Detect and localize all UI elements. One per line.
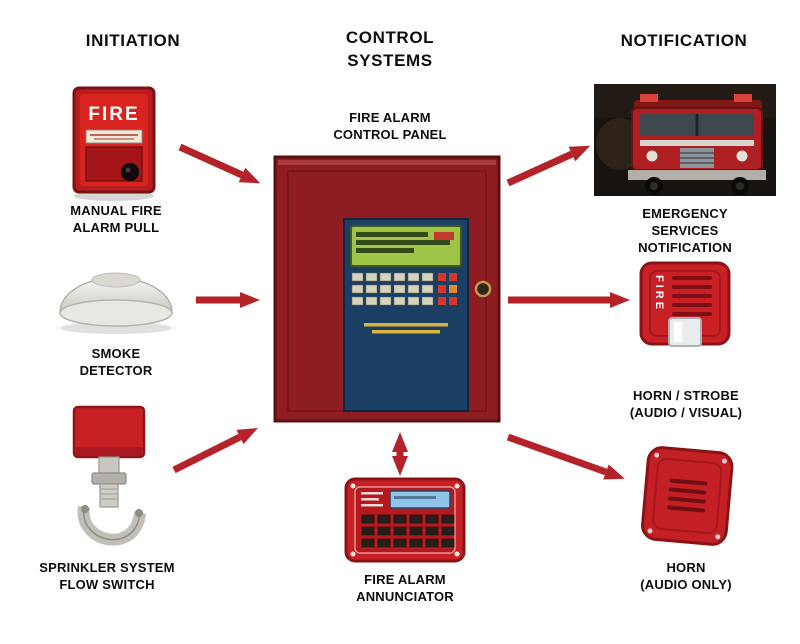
notification-column-heading: NOTIFICATION [620,31,748,50]
strobe-lens [668,317,702,347]
flow-switch-nipple [99,483,119,508]
annunciator-icon [344,477,466,570]
truck-hub-right [736,182,744,190]
lcd-text-line2 [356,240,450,245]
smoke-detector-cap [91,272,141,288]
door-label-line2 [372,330,440,334]
fire-truck-photo [594,84,776,201]
annunciator-screw-bl [350,551,356,557]
horn-screw-tl [654,452,660,458]
control-panel-led-column [438,273,457,305]
truck-beacon-left [640,94,658,102]
flow-switch-saddle-clamp [77,506,146,546]
horn-label: HORN (AUDIO ONLY) [640,560,732,592]
annunciator-lcd-display [389,490,451,509]
lcd-alarm-indicator [434,232,454,240]
flow-switch-saddle-edge [83,506,141,541]
control-panel-label: FIRE ALARM CONTROL PANEL [333,110,447,142]
smoke-detector-icon [50,258,182,341]
arrow-flow-to-panel [172,428,258,474]
arrow-panel-to-truck [506,145,591,187]
door-label-line1 [364,323,448,327]
control-panel-keypad [351,272,434,306]
initiation-column-heading: INITIATION [85,31,181,50]
flow-switch-housing-base [76,447,142,456]
annunciator-legend2 [361,498,379,501]
fire-alarm-control-panel-icon [272,147,502,432]
arrow-pull-to-panel [178,143,261,184]
horn-body [641,446,734,546]
annunciator-label: FIRE ALARM ANNUNCIATOR [356,572,454,604]
horn-screw-tr [721,458,727,464]
manual-pull-station-icon: FIRE [66,86,162,207]
horn-strobe-label: HORN / STROBE (AUDIO / VISUAL) [629,388,743,420]
annunciator-screw-tr [454,483,460,489]
pull-station-knob [121,163,139,181]
truck-stripe [640,140,754,146]
control-panel-door-knob [474,280,492,298]
truck-headlight-right [736,150,748,162]
truck-beacon-right [734,94,752,102]
truck-bumper [628,170,766,180]
annunciator-legend1 [361,492,383,495]
lcd-text-line1 [356,232,428,237]
horn-strobe-icon: FIRE [638,260,732,355]
flow-switch-label: SPRINKLER SYSTEM FLOW SWITCH [39,560,175,592]
horn-grille [667,478,708,513]
pull-station-instruction-strip [85,129,143,144]
arrow-panel-to-horn [506,433,625,480]
annunciator-lcd-line [394,496,436,499]
emergency-services-label: EMERGENCY SERVICES NOTIFICATION [638,206,732,255]
horn-strobe-grille [672,276,712,316]
horn-strobe-fire-text: FIRE [653,275,665,312]
horn-screw-bl [647,528,653,534]
smoke-detector-label: SMOKE DETECTOR [79,346,153,378]
flow-switch-bolt-left [81,505,89,513]
horn-inner-seam [652,458,723,534]
flow-switch-nut [91,472,127,485]
flow-switch-stem [98,456,120,474]
horn-icon [636,442,739,555]
smoke-detector-base [59,299,173,327]
flow-switch-bolt-right [135,509,143,517]
annunciator-screw-tl [350,483,356,489]
annunciator-legend3 [361,504,383,507]
control-systems-column-heading: CONTROL SYSTEMS [345,28,435,70]
pull-station-label: MANUAL FIRE ALARM PULL [70,203,162,235]
flow-switch-icon [52,403,164,558]
horn-screw-br [715,534,721,540]
pull-station-fire-text: FIRE [88,104,139,125]
truck-headlight-left [646,150,658,162]
truck-hub-left [650,182,658,190]
lcd-text-line3 [356,248,414,253]
annunciator-keypad [361,514,455,548]
annunciator-screw-br [454,551,460,557]
pull-station-knob-highlight [125,167,131,173]
strobe-lens-highlight [674,322,682,342]
control-panel-top-bevel [278,160,496,165]
